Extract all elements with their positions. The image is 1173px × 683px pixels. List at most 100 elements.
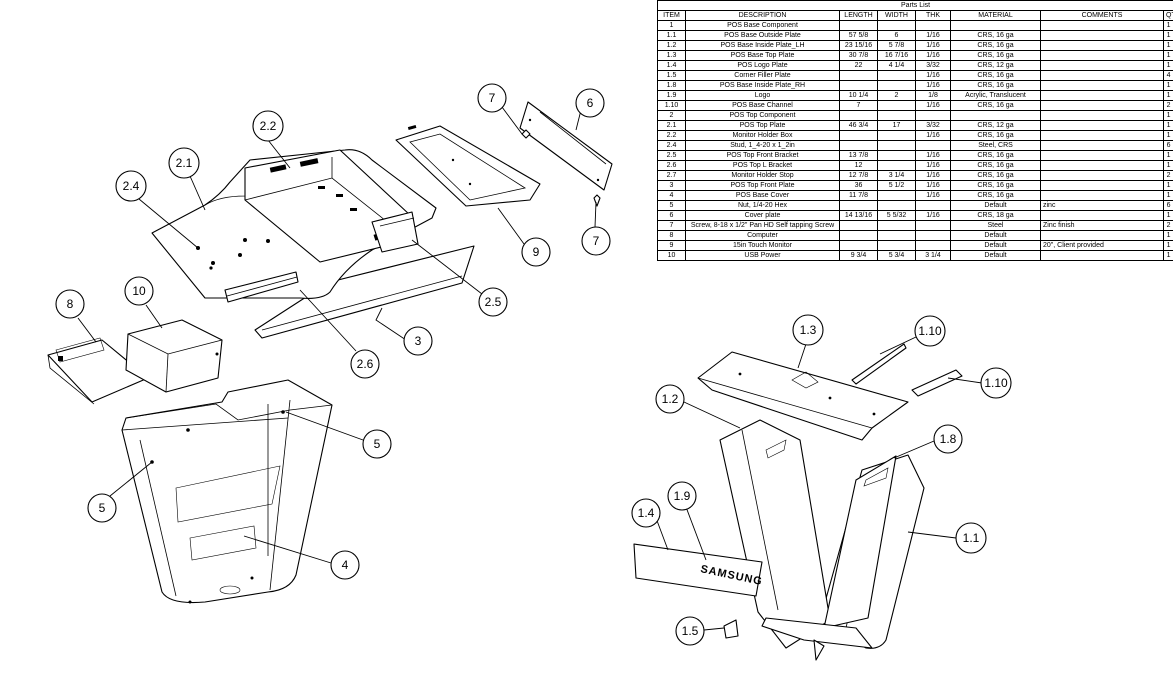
comments-cell [1040,70,1164,81]
material-cell: CRS, 16 ga [950,160,1041,171]
svg-text:1.5: 1.5 [682,624,699,638]
length-cell [839,140,878,151]
description-cell: POS Base Inside Plate_RH [685,80,840,91]
qty-cell: 1 [1162,110,1173,121]
length-cell [839,220,878,231]
width-cell: 5 5/32 [877,210,916,221]
part-1-5-corner-filler [723,619,739,639]
item-cell: 8 [657,230,686,241]
material-cell: CRS, 16 ga [950,30,1041,41]
column-header: QT [1162,10,1173,21]
svg-text:7: 7 [489,91,496,105]
item-cell: 2.2 [657,130,686,141]
qty-cell: 1 [1162,180,1173,191]
comments-cell [1040,140,1164,151]
qty-cell: 1 [1162,30,1173,41]
balloon-6: 6 [575,88,605,118]
qty-cell: 1 [1162,190,1173,201]
balloon-7-side: 7 [581,226,611,256]
svg-text:9: 9 [533,245,540,259]
material-cell: Acrylic, Translucent [950,90,1041,101]
svg-text:1.10: 1.10 [984,376,1008,390]
thk-cell: 1/16 [915,130,951,141]
material-cell: Default [950,240,1041,251]
length-cell: 30 7/8 [839,50,878,61]
material-cell: Steel [950,220,1041,231]
thk-cell [915,230,951,241]
column-header: WIDTH [877,10,916,21]
width-cell [877,20,916,31]
material-cell: CRS, 12 ga [950,60,1041,71]
item-cell: 1.3 [657,50,686,61]
material-cell: CRS, 16 ga [950,80,1041,91]
item-cell: 5 [657,200,686,211]
qty-cell: 1 [1162,250,1173,261]
comments-cell [1040,20,1164,31]
svg-text:4: 4 [342,558,349,572]
description-cell: POS Top Front Bracket [685,150,840,161]
length-cell [839,80,878,91]
width-cell [877,160,916,171]
width-cell: 2 [877,90,916,101]
thk-cell [915,220,951,231]
width-cell: 3 1/4 [877,170,916,181]
balloon-5-right: 5 [362,429,392,459]
balloon-1-9: 1.9 [667,481,697,511]
width-cell [877,220,916,231]
svg-text:1.9: 1.9 [674,489,691,503]
item-cell: 9 [657,240,686,251]
column-header: COMMENTS [1040,10,1164,21]
comments-cell [1040,30,1164,41]
width-cell [877,130,916,141]
width-cell [877,190,916,201]
comments-cell [1040,150,1164,161]
svg-text:1.1: 1.1 [963,531,980,545]
qty-cell: 4 [1162,70,1173,81]
width-cell: 5 3/4 [877,250,916,261]
column-header: DESCRIPTION [685,10,840,21]
balloon-1-10-top: 1.10 [914,315,946,347]
balloon-1-3: 1.3 [792,314,824,346]
material-cell: Default [950,230,1041,241]
qty-cell: 1 [1162,90,1173,101]
description-cell: Computer [685,230,840,241]
length-cell: 12 7/8 [839,170,878,181]
width-cell: 6 [877,30,916,41]
description-cell: POS Top Component [685,110,840,121]
thk-cell: 3/32 [915,60,951,71]
thk-cell: 1/16 [915,40,951,51]
material-cell: CRS, 16 ga [950,70,1041,81]
svg-text:2.4: 2.4 [123,179,140,193]
comments-cell [1040,190,1164,201]
qty-cell: 2 [1162,100,1173,111]
comments-cell [1040,120,1164,131]
description-cell: POS Base Inside Plate_LH [685,40,840,51]
part-2-6-l-bracket [224,271,299,303]
thk-cell: 1/16 [915,150,951,161]
description-cell: POS Base Outside Plate [685,30,840,41]
item-cell: 3 [657,180,686,191]
item-cell: 1.8 [657,80,686,91]
balloon-7-top: 7 [477,83,507,113]
thk-cell [915,110,951,121]
thk-cell: 1/16 [915,70,951,81]
material-cell: CRS, 16 ga [950,40,1041,51]
item-cell: 1.10 [657,100,686,111]
balloon-2-6: 2.6 [350,349,380,379]
width-cell: 4 1/4 [877,60,916,71]
material-cell [950,20,1041,31]
length-cell [839,20,878,31]
item-cell: 2.6 [657,160,686,171]
qty-cell: 1 [1162,240,1173,251]
qty-cell: 1 [1162,50,1173,61]
part-1-8-inside-plate-rh [823,455,897,629]
